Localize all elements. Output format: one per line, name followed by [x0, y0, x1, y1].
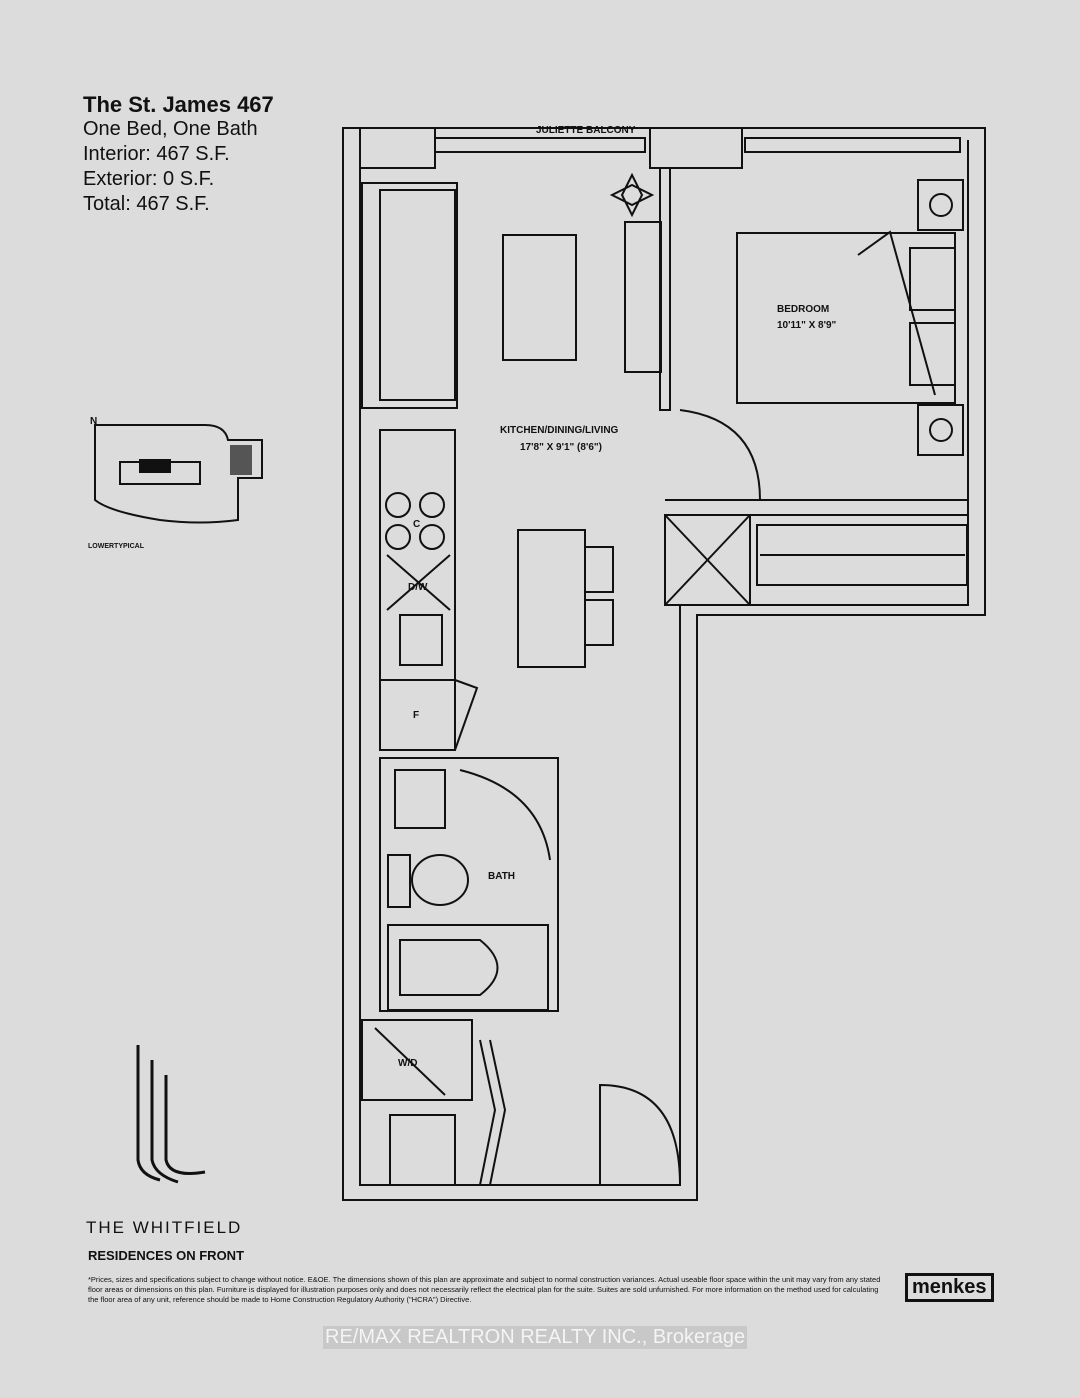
bath-door-swing [459, 769, 551, 861]
tv-console [624, 221, 662, 373]
dining-table [517, 529, 586, 668]
unit-info: The St. James 467 One Bed, One Bath Inte… [83, 92, 274, 217]
washer-dryer [361, 1019, 473, 1101]
whitfield-logo [136, 1045, 206, 1184]
nightstand [917, 179, 964, 231]
developer-logo: menkes [905, 1273, 994, 1302]
coffee-table [502, 234, 577, 361]
mechanical-shaft [664, 514, 751, 606]
bath-label: BATH [488, 871, 515, 882]
dishwasher [386, 554, 451, 611]
closet [389, 1114, 456, 1186]
fridge [379, 679, 456, 751]
exterior-area: Exterior: 0 S.F. [83, 168, 215, 190]
juliette-balcony [359, 127, 961, 169]
sofa [361, 182, 458, 409]
interior-wall-line [359, 140, 969, 1186]
disclaimer: *Prices, sizes and specifications subjec… [88, 1275, 881, 1304]
unit-name: The St. James 467 [83, 92, 274, 117]
bed [736, 232, 956, 404]
unit-type: One Bed, One Bath [83, 118, 258, 140]
toilet [411, 854, 469, 906]
brand-sub: RESIDENCES ON FRONT [88, 1248, 245, 1263]
living-label: KITCHEN/DINING/LIVING [500, 425, 619, 436]
dw-label: D/W [408, 582, 428, 593]
balcony-label: JULIETTE BALCONY [536, 125, 636, 136]
bedroom-south-wall [665, 499, 968, 516]
interior-area: Interior: 467 S.F. [83, 143, 230, 165]
watermark: RE/MAX REALTRON REALTY INC., Brokerage [323, 1326, 748, 1349]
total-area: Total: 467 S.F. [83, 193, 210, 215]
cooktop-label: C [413, 519, 420, 530]
bathroom [379, 757, 559, 1012]
living-dims: 17'8" X 9'1" (8'6") [520, 442, 602, 453]
vanity-sink [394, 769, 446, 829]
bedroom-dims: 10'11" X 8'9" [777, 320, 837, 331]
key-plan: N [90, 416, 263, 524]
entry-door-swing [599, 1083, 681, 1186]
kitchen-sink [399, 614, 443, 666]
exterior-wall [342, 127, 986, 1201]
bedroom-label: BEDROOM [777, 304, 829, 315]
bedroom-door-swing [679, 409, 761, 501]
keyplan-label: LOWERTYPICAL [88, 543, 144, 550]
fridge-label: F [413, 710, 419, 721]
bedroom-closet [756, 524, 968, 586]
north-label: N [90, 416, 97, 427]
wd-label: W/D [398, 1058, 417, 1069]
nightstand [917, 404, 964, 456]
compass-icon [609, 172, 655, 218]
bathtub [387, 924, 549, 1011]
brand-name: THE WHITFIELD [86, 1218, 243, 1237]
